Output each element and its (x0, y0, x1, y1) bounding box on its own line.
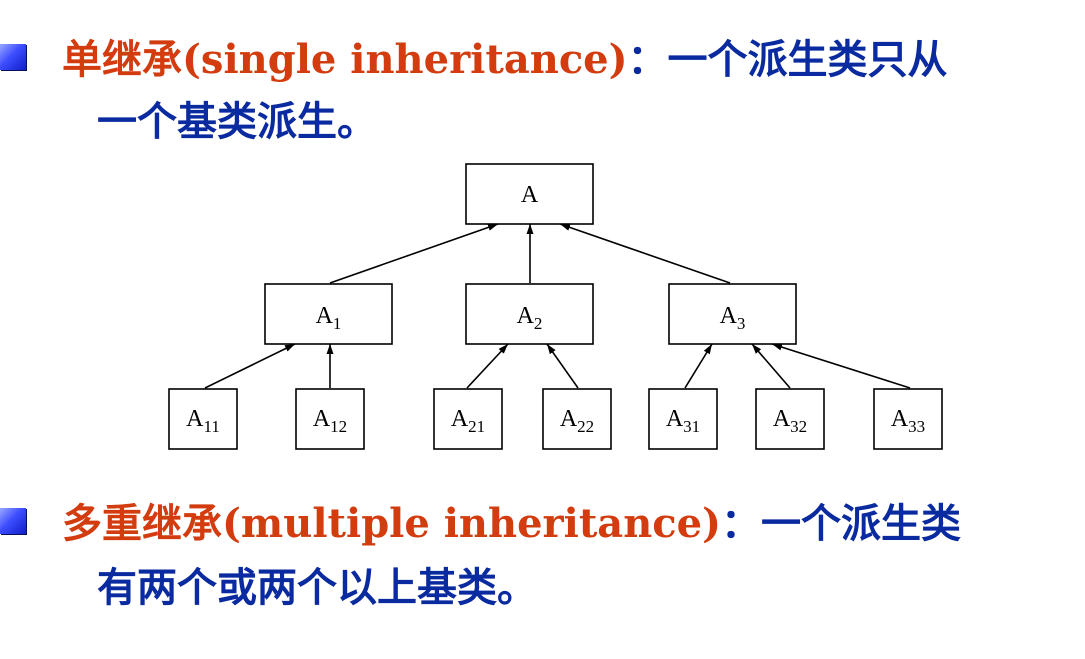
node-a32: A32 (755, 388, 825, 450)
desc-multiple-line2: 有两个或两个以上基类。 (97, 564, 537, 611)
bullet-item-multiple-inheritance: 多重继承(multiple inheritance)：一个派生类 (0, 494, 962, 554)
node-a22-base: A (560, 406, 578, 432)
svg-text:A3: A3 (720, 303, 746, 333)
edge-a22-to-a2 (546, 343, 579, 389)
edge-a11-to-a1 (204, 343, 296, 389)
desc-single-line2: 一个基类派生。 (97, 98, 377, 145)
node-a12-base: A (313, 406, 331, 432)
node-a21-base: A (451, 406, 469, 432)
node-a2-sub: 2 (534, 314, 543, 333)
svg-text:A11: A11 (186, 406, 220, 436)
node-a3: A3 (668, 283, 797, 345)
node-a11-base: A (186, 406, 204, 432)
node-a32-base: A (773, 406, 791, 432)
node-a2-base: A (517, 303, 535, 329)
svg-text:A32: A32 (773, 406, 807, 436)
square-bullet-icon (0, 508, 26, 534)
svg-text:A12: A12 (313, 406, 347, 436)
edge-a32-to-a3 (751, 343, 791, 389)
node-a21: A21 (433, 388, 503, 450)
svg-text:A31: A31 (666, 406, 700, 436)
svg-text:A: A (521, 182, 539, 208)
node-a11: A11 (168, 388, 238, 450)
edge-a3-to-a (559, 223, 731, 284)
svg-text:A21: A21 (451, 406, 485, 436)
node-a31-sub: 31 (683, 417, 700, 436)
node-a1-sub: 1 (333, 314, 342, 333)
node-a1: A1 (264, 283, 393, 345)
node-a33-base: A (891, 406, 909, 432)
bullet-item-single-inheritance: 单继承(single inheritance)：一个派生类只从 (0, 30, 948, 90)
edge-a1-to-a (329, 223, 499, 284)
desc-single-line1: 一个派生类只从 (667, 36, 948, 83)
square-bullet-icon (0, 44, 26, 70)
node-a32-sub: 32 (790, 417, 807, 436)
node-a11-sub: 11 (203, 417, 219, 436)
svg-text:A1: A1 (316, 303, 342, 333)
node-a2: A2 (465, 283, 594, 345)
node-a31-base: A (666, 406, 684, 432)
node-a3-sub: 3 (737, 314, 746, 333)
node-a12: A12 (295, 388, 365, 450)
svg-text:A2: A2 (517, 303, 543, 333)
node-a21-sub: 21 (468, 417, 485, 436)
node-a3-base: A (720, 303, 738, 329)
node-a12-sub: 12 (330, 417, 347, 436)
node-a31: A31 (648, 388, 718, 450)
svg-text:A33: A33 (891, 406, 925, 436)
node-a33: A33 (873, 388, 943, 450)
node-a1-base: A (316, 303, 334, 329)
node-a-label: A (521, 182, 539, 208)
colon: ： (721, 500, 762, 547)
edge-a33-to-a3 (771, 343, 911, 389)
node-a22-sub: 22 (577, 417, 594, 436)
term-multiple-inheritance: 多重继承(multiple inheritance) (62, 500, 722, 547)
node-a22: A22 (542, 388, 612, 450)
node-a: A (465, 163, 594, 225)
svg-text:A22: A22 (560, 406, 594, 436)
edge-a31-to-a3 (684, 343, 713, 389)
term-single-inheritance: 单继承(single inheritance) (62, 36, 628, 83)
edge-a21-to-a2 (466, 343, 509, 389)
node-a33-sub: 33 (908, 417, 925, 436)
colon: ： (627, 36, 668, 83)
desc-multiple-line1: 一个派生类 (761, 500, 962, 547)
